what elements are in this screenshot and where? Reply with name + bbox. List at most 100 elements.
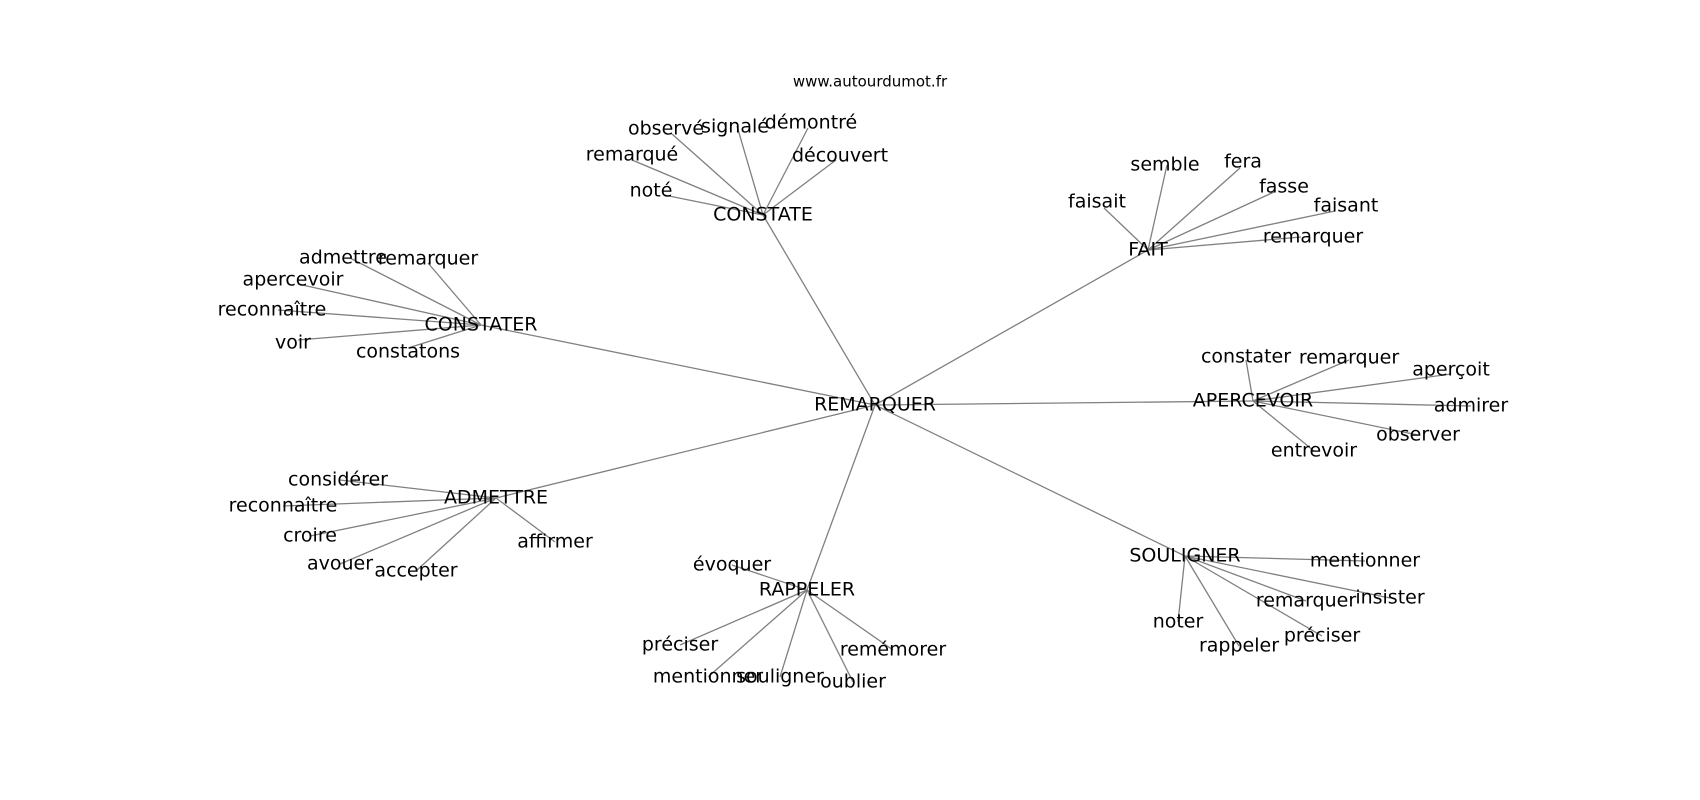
edge-constater-4 — [297, 324, 482, 341]
node-leaf-constater-0[interactable]: admettre — [299, 247, 387, 269]
edge-rappeler-1 — [679, 589, 808, 646]
edge-admettre-2 — [309, 497, 497, 537]
node-hub-rappeler[interactable]: RAPPELER — [759, 579, 855, 601]
edge-souligner-2 — [1184, 555, 1307, 602]
edge-souligner-1 — [1184, 555, 1391, 599]
node-leaf-souligner-5[interactable]: rappeler — [1199, 635, 1279, 657]
node-leaf-constate-1[interactable]: signalé — [701, 116, 769, 138]
edge-constate-1 — [736, 125, 764, 216]
edge-souligner-0 — [1184, 555, 1366, 562]
node-leaf-souligner-4[interactable]: préciser — [1284, 625, 1360, 647]
edge-fait-2 — [1147, 191, 1275, 251]
node-leaf-rappeler-3[interactable]: mentionner — [653, 666, 763, 688]
node-leaf-fait-4[interactable]: faisant — [1314, 195, 1379, 217]
node-leaf-constate-3[interactable]: remarqué — [586, 144, 679, 166]
edge-apercevoir-1 — [1252, 359, 1350, 402]
edge-constate-0 — [671, 133, 764, 216]
edge-constate-2 — [762, 127, 809, 216]
edge-constater-0 — [349, 257, 482, 326]
edge-souligner-4 — [1184, 555, 1323, 637]
edge-rappeler-3 — [707, 589, 808, 678]
node-leaf-souligner-3[interactable]: noter — [1153, 611, 1204, 633]
edge-center-rappeler — [806, 404, 876, 591]
node-leaf-admettre-2[interactable]: croire — [283, 525, 337, 547]
node-leaf-fait-0[interactable]: semble — [1130, 154, 1199, 176]
node-leaf-admettre-4[interactable]: accepter — [374, 560, 457, 582]
edge-center-admettre — [495, 404, 876, 499]
edge-constate-5 — [663, 194, 764, 216]
edge-center-fait — [874, 249, 1149, 406]
node-leaf-admettre-5[interactable]: affirmer — [517, 531, 593, 553]
edge-apercevoir-3 — [1252, 400, 1472, 407]
node-leaf-fait-2[interactable]: fasse — [1259, 176, 1309, 198]
edge-rappeler-2 — [806, 589, 894, 651]
edge-rappeler-0 — [731, 564, 808, 591]
node-hub-constate[interactable]: CONSTATE — [713, 204, 813, 226]
node-leaf-constater-4[interactable]: voir — [275, 332, 311, 354]
node-leaf-apercevoir-1[interactable]: remarquer — [1299, 347, 1400, 369]
edge-constater-2 — [297, 283, 482, 326]
node-leaf-apercevoir-3[interactable]: admirer — [1434, 395, 1509, 417]
source-url: www.autourdumot.fr — [793, 73, 948, 91]
node-leaf-constater-3[interactable]: reconnaître — [218, 299, 327, 321]
edge-admettre-5 — [495, 497, 556, 543]
node-leaf-fait-1[interactable]: fera — [1224, 151, 1262, 173]
node-leaf-constate-2[interactable]: démontré — [765, 112, 857, 134]
node-leaf-constate-0[interactable]: observé — [628, 118, 704, 140]
graph-edges — [277, 125, 1472, 683]
edge-souligner-5 — [1184, 555, 1240, 647]
node-leaf-souligner-1[interactable]: insister — [1355, 587, 1425, 609]
node-leaf-constate-4[interactable]: découvert — [792, 145, 888, 167]
node-center[interactable]: REMARQUER — [814, 394, 936, 416]
node-leaf-fait-3[interactable]: faisait — [1068, 191, 1126, 213]
edge-apercevoir-0 — [1245, 359, 1254, 402]
node-leaf-apercevoir-0[interactable]: constater — [1201, 346, 1291, 368]
edge-rappeler-4 — [779, 589, 808, 678]
node-leaf-apercevoir-5[interactable]: entrevoir — [1271, 440, 1357, 462]
edge-fait-1 — [1147, 167, 1241, 251]
node-leaf-souligner-0[interactable]: mentionner — [1310, 550, 1420, 572]
edge-fait-4 — [1147, 210, 1336, 251]
edge-constate-4 — [762, 159, 837, 216]
edge-constater-3 — [277, 309, 482, 326]
node-hub-apercevoir[interactable]: APERCEVOIR — [1193, 390, 1313, 412]
edge-center-constater — [480, 324, 876, 406]
edge-fait-3 — [1103, 207, 1149, 251]
edge-fait-5 — [1147, 236, 1302, 251]
edge-admettre-1 — [282, 497, 497, 507]
node-leaf-rappeler-0[interactable]: évoquer — [693, 554, 771, 576]
node-hub-admettre[interactable]: ADMETTRE — [444, 487, 548, 509]
edge-admettre-4 — [415, 497, 497, 572]
node-hub-souligner[interactable]: SOULIGNER — [1129, 545, 1240, 567]
node-hub-fait[interactable]: FAIT — [1128, 239, 1168, 261]
node-leaf-admettre-1[interactable]: reconnaître — [229, 495, 338, 517]
edge-apercevoir-4 — [1252, 400, 1419, 436]
node-leaf-souligner-2[interactable]: remarquer — [1256, 590, 1357, 612]
edge-constater-1 — [427, 262, 482, 326]
edge-constate-3 — [631, 159, 764, 216]
node-leaf-rappeler-1[interactable]: préciser — [642, 634, 718, 656]
edge-fait-0 — [1147, 164, 1168, 251]
node-leaf-admettre-3[interactable]: avouer — [307, 553, 373, 575]
edge-center-constate — [762, 214, 876, 406]
node-leaf-rappeler-5[interactable]: oublier — [820, 671, 886, 693]
node-leaf-apercevoir-4[interactable]: observer — [1376, 424, 1460, 446]
node-leaf-constate-5[interactable]: noté — [630, 180, 673, 202]
node-hub-constater[interactable]: CONSTATER — [425, 314, 538, 336]
node-leaf-constater-5[interactable]: constatons — [356, 341, 460, 363]
edge-admettre-3 — [339, 497, 497, 565]
edge-center-apercevoir — [874, 400, 1254, 406]
edge-admettre-0 — [339, 479, 497, 499]
edge-center-souligner — [874, 404, 1186, 557]
node-leaf-fait-5[interactable]: remarquer — [1263, 226, 1364, 248]
node-leaf-constater-2[interactable]: apercevoir — [243, 269, 344, 291]
node-leaf-constater-1[interactable]: remarquer — [378, 248, 479, 270]
node-leaf-admettre-0[interactable]: considérer — [288, 469, 388, 491]
edge-apercevoir-2 — [1252, 373, 1452, 402]
node-leaf-rappeler-2[interactable]: remémorer — [840, 639, 946, 661]
node-leaf-rappeler-4[interactable]: souligner — [736, 666, 824, 688]
edge-apercevoir-5 — [1252, 400, 1315, 452]
node-leaf-apercevoir-2[interactable]: aperçoit — [1412, 359, 1490, 381]
